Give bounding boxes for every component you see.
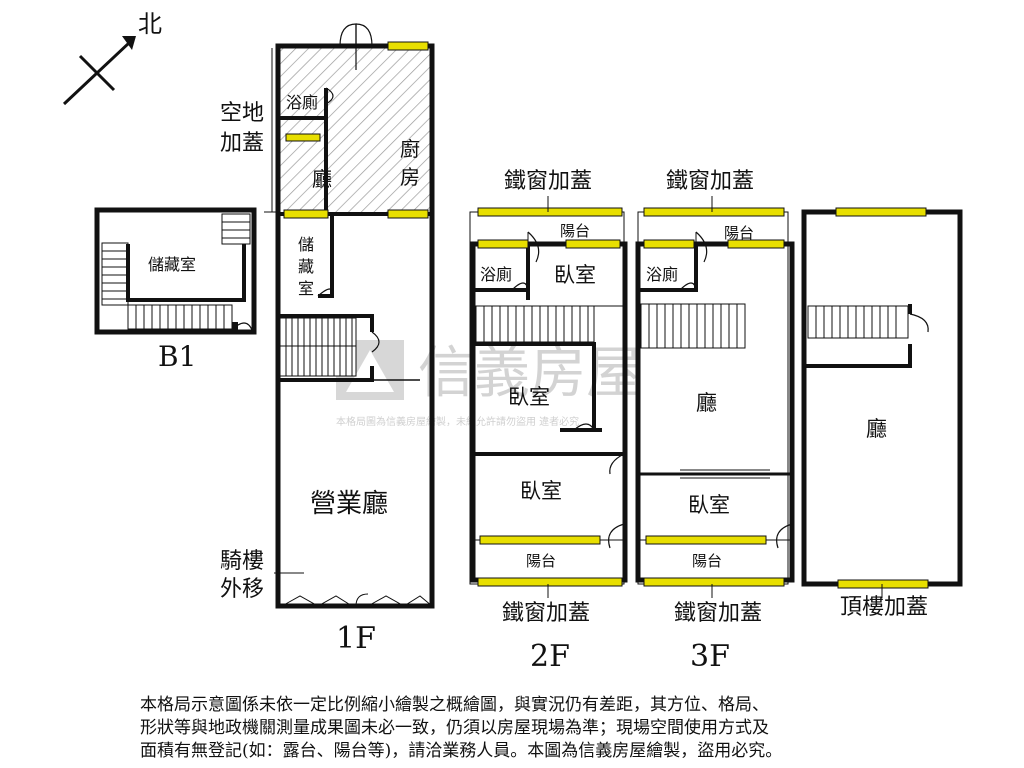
watermark: 信義房屋 本格局圖為信義房屋繪製，未經允許請勿盜用 違者必究	[336, 340, 642, 428]
f2-floor-label: 2F	[530, 639, 570, 674]
watermark-brand: 信義房屋	[418, 341, 642, 406]
watermark-notice: 本格局圖為信義房屋繪製，未經允許請勿盜用 違者必究	[336, 415, 579, 428]
window	[477, 207, 623, 217]
f3-hall-label: 廳	[696, 391, 717, 415]
f2-balcony-top-label: 陽台	[560, 222, 590, 240]
roof-label: 頂樓加蓋	[840, 595, 928, 620]
f2-floor	[469, 196, 628, 598]
window	[387, 41, 429, 51]
f1-floor	[264, 23, 435, 609]
window	[387, 209, 429, 219]
f1-stairs	[280, 318, 356, 376]
disclaimer-line1: 本格局示意圖係未依一定比例縮小繪製之概繪圖，與實況仍有差距，其方位、格局、	[140, 695, 769, 715]
f2-bath-label: 浴廁	[480, 265, 512, 284]
f3-bedroom-label: 臥室	[688, 493, 730, 517]
window	[477, 577, 623, 587]
window	[643, 577, 785, 587]
f1-arcade-line2: 外移	[220, 577, 264, 602]
window	[643, 207, 785, 217]
window	[285, 133, 321, 142]
roof-floor	[801, 207, 963, 598]
floor-plan: 信義房屋 本格局圖為信義房屋繪製，未經允許請勿盜用 違者必究 北	[62, 10, 963, 674]
window	[835, 207, 927, 217]
f3-balcony-top-label: 陽台	[724, 224, 754, 242]
b1-storage-label: 儲藏室	[148, 255, 196, 274]
disclaimer: 本格局示意圖係未依一定比例縮小繪製之概繪圖，與實況仍有差距，其方位、格局、 形狀…	[140, 694, 900, 763]
window	[283, 209, 329, 219]
disclaimer-line3: 面積有無登記(如：露台、陽台等)，請洽業務人員。本圖為信義房屋繪製，盜用必究。	[140, 741, 783, 761]
window	[479, 535, 601, 545]
b1-floor-label: B1	[158, 340, 196, 373]
f1-arcade-line1: 騎樓	[220, 549, 264, 574]
f1-extension-line1: 空地	[220, 101, 264, 126]
f2-iron-top-label: 鐵窗加蓋	[504, 169, 592, 194]
f1-storage-label: 儲藏室	[298, 235, 314, 298]
f2-bedroom-a-label: 臥室	[554, 263, 596, 287]
f1-extension-line2: 加蓋	[220, 131, 264, 156]
f2-balcony-bottom-label: 陽台	[526, 552, 556, 570]
f3-iron-bottom-label: 鐵窗加蓋	[674, 601, 762, 626]
f1-business-hall-label: 營業廳	[310, 489, 388, 519]
f1-entry-door-icon	[339, 23, 373, 70]
window	[643, 239, 695, 249]
f3-balcony-bottom-label: 陽台	[692, 552, 722, 570]
f2-bedroom-c-label: 臥室	[520, 479, 562, 503]
f2-bedroom-b-label: 臥室	[508, 385, 550, 409]
f1-bath-label: 浴廁	[286, 93, 318, 112]
f1-kitchen-label: 廚房	[400, 137, 420, 189]
compass-label: 北	[138, 10, 162, 38]
roof-stairs	[815, 306, 897, 338]
f3-stairs	[648, 304, 738, 348]
f1-hall-label: 廳	[312, 167, 332, 191]
disclaimer-line2: 形狀等與地政機關測量成果圖未必一致，仍須以房屋現場為準；現場空間使用方式及	[140, 718, 769, 738]
f3-iron-top-label: 鐵窗加蓋	[666, 169, 754, 194]
f2-iron-bottom-label: 鐵窗加蓋	[502, 601, 590, 626]
f3-bath-label: 浴廁	[646, 265, 678, 284]
window	[477, 239, 529, 249]
f3-floor-label: 3F	[690, 639, 730, 674]
f1-floor-label: 1F	[336, 621, 376, 656]
roof-hall-label: 廳	[866, 417, 887, 441]
window	[565, 239, 621, 249]
f3-floor	[635, 196, 795, 598]
north-arrow-icon	[62, 36, 136, 106]
window	[837, 579, 929, 589]
b1-stairs	[102, 221, 250, 329]
window	[727, 239, 785, 249]
b1-floor	[94, 207, 257, 335]
window	[645, 535, 767, 545]
f2-stairs	[483, 306, 589, 342]
